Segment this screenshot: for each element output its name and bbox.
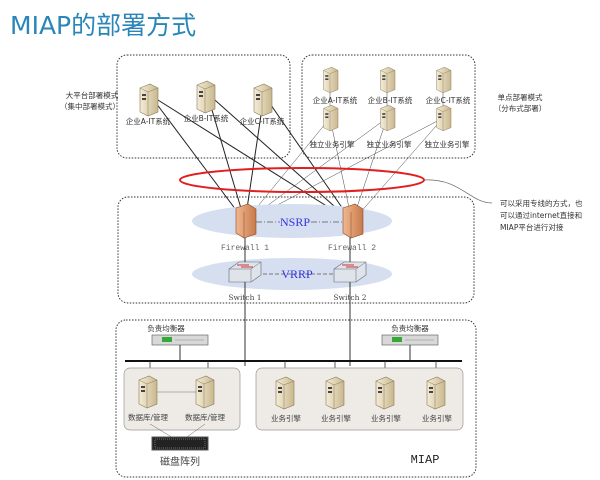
engine-label: 业务引擎 [371, 413, 401, 423]
server-label: 企业C-IT系统 [240, 116, 285, 126]
load-balancer-label: 负责均衡器 [391, 323, 429, 333]
engine-server-icon [325, 376, 345, 410]
callout-text: MIAP平台进行对接 [500, 222, 564, 232]
engine-server-icon [275, 376, 295, 410]
engine-label: 业务引擎 [271, 413, 301, 423]
server-icon [380, 66, 396, 94]
server-label: 企业B-IT系统 [184, 113, 229, 123]
server-icon [323, 66, 339, 94]
firewall-icon [235, 203, 257, 239]
engine-server-icon [380, 104, 396, 132]
firewall-label: Firewall 2 [328, 244, 376, 253]
distributed-label: 单点部署模式 [498, 92, 543, 102]
callout-connector [423, 179, 493, 204]
db-label: 数据库/管理 [185, 412, 226, 422]
distributed-sublabel: （分布式部署） [494, 103, 547, 113]
engine-group [255, 367, 464, 431]
centralized-label: 大平台部署模式 [66, 90, 119, 100]
engine-label: 独立业务引擎 [425, 139, 470, 149]
network-box [117, 196, 475, 304]
disk-array-label: 磁盘阵列 [160, 455, 200, 468]
centralized-deployment-box [116, 54, 291, 159]
engine-server-icon [426, 376, 446, 410]
engine-label: 业务引擎 [321, 413, 351, 423]
callout-text: 可以通过internet直接和 [500, 210, 582, 220]
centralized-sublabel: （集中部署模式） [60, 101, 120, 111]
server-label: 企业A-IT系统 [126, 116, 171, 126]
server-icon [139, 83, 159, 117]
server-label: 企业B-IT系统 [368, 95, 413, 105]
server-icon [436, 66, 452, 94]
miap-box [115, 319, 477, 478]
engine-server-icon [436, 104, 452, 132]
server-icon [196, 80, 216, 114]
server-label: 企业C-IT系统 [426, 95, 471, 105]
server-icon [253, 83, 273, 117]
database-server-icon [195, 375, 215, 409]
page-title: MIAP的部署方式 [10, 11, 197, 40]
nsrp-label: NSRP [280, 215, 310, 229]
switch-label: Switch 2 [333, 293, 366, 302]
engine-server-icon [375, 376, 395, 410]
switch-label: Switch 1 [228, 293, 261, 302]
callout-text: 可以采用专线的方式，也 [500, 198, 583, 208]
database-server-icon [138, 375, 158, 409]
distributed-deployment-box [301, 54, 476, 159]
vrrp-label: VRRP [281, 267, 313, 281]
disk-array-icon [151, 436, 209, 451]
server-label: 企业A-IT系统 [313, 95, 358, 105]
load-balancer-label: 负责均衡器 [147, 323, 185, 333]
firewall-label: Firewall 1 [221, 244, 269, 253]
engine-label: 独立业务引擎 [367, 139, 412, 149]
engine-label: 业务引擎 [422, 413, 452, 423]
firewall-icon [342, 203, 364, 239]
load-balancer-icon [151, 334, 209, 346]
miap-label: MIAP [411, 453, 440, 467]
engine-server-icon [323, 104, 339, 132]
load-balancer-icon [381, 334, 439, 346]
db-label: 数据库/管理 [128, 412, 169, 422]
engine-label: 独立业务引擎 [310, 139, 355, 149]
